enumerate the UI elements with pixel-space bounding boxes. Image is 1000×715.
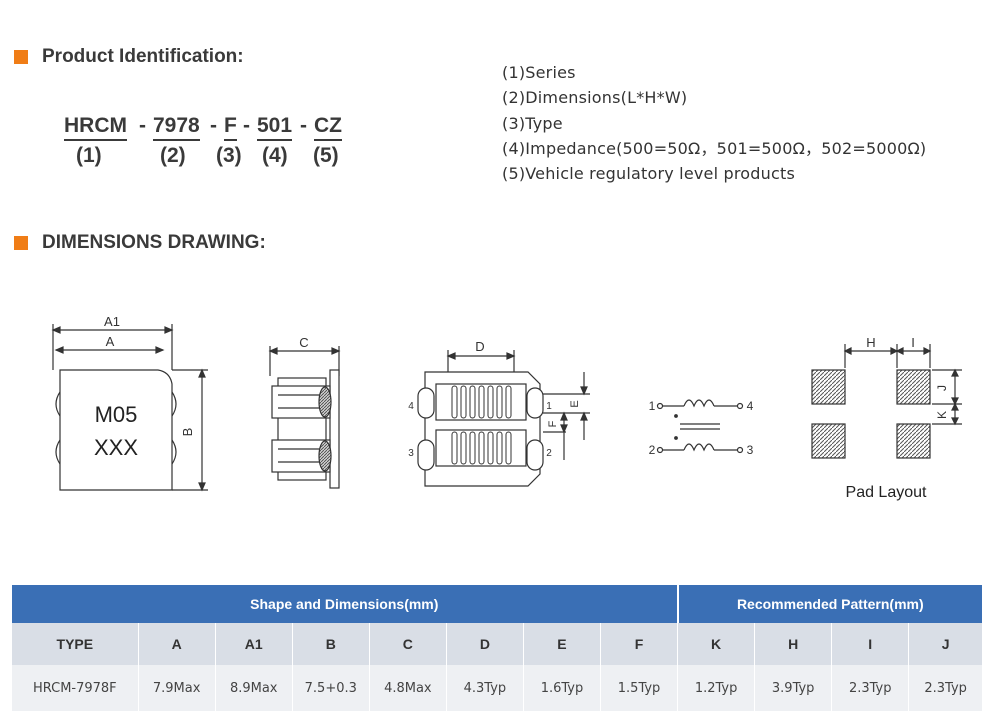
pn-sep: - xyxy=(243,114,250,137)
side-view xyxy=(268,346,341,489)
table-cell: 2.3Typ xyxy=(908,665,982,711)
legend-item: (2)Dimensions(L*H*W) xyxy=(502,88,688,108)
pin-label: 1 xyxy=(649,399,656,413)
pn-sep: - xyxy=(300,114,307,137)
table-cell: 4.3Typ xyxy=(446,665,524,711)
pn-index: (1) xyxy=(76,144,102,167)
table-cell: HRCM-7978F xyxy=(12,665,139,711)
dim-label: A1 xyxy=(104,314,120,329)
table-cell: 8.9Max xyxy=(215,665,293,711)
orange-square-icon xyxy=(14,50,28,64)
section-product-identification: Product Identification: xyxy=(14,46,244,68)
dim-label: B xyxy=(180,428,195,437)
pin-label: 2 xyxy=(546,448,552,459)
pn-impedance: 501 xyxy=(257,114,293,141)
legend-item: (5)Vehicle regulatory level products xyxy=(502,164,795,184)
col-header: D xyxy=(446,623,524,665)
legend-item: (3)Type xyxy=(502,113,563,133)
dim-label: C xyxy=(299,335,308,350)
col-header: B xyxy=(292,623,370,665)
pn-sep: - xyxy=(139,114,146,137)
pin-label: 2 xyxy=(649,443,656,457)
top-view xyxy=(51,324,208,492)
table-group-header: Shape and Dimensions(mm) Recommended Pat… xyxy=(12,585,982,623)
legend-item: (1)Series xyxy=(502,63,576,82)
col-header: F xyxy=(600,623,679,665)
group-recommended-pattern: Recommended Pattern(mm) xyxy=(677,585,982,623)
dim-label: D xyxy=(475,339,484,354)
marking-text: M05 xyxy=(95,402,138,427)
schematic xyxy=(656,399,744,454)
col-header: I xyxy=(831,623,910,665)
dim-label: E xyxy=(569,400,581,407)
table-cell: 7.9Max xyxy=(138,665,216,711)
table-row: HRCM-7978F 7.9Max 8.9Max 7.5+0.3 4.8Max … xyxy=(12,665,982,711)
col-header: J xyxy=(908,623,982,665)
marking-text: XXX xyxy=(94,435,138,460)
col-header: TYPE xyxy=(12,623,139,665)
part-number: HRCM - 7978 - F - 501 - CZ (1) (2) (3) (… xyxy=(64,114,364,174)
dim-label: F xyxy=(547,420,559,427)
pn-sep: - xyxy=(210,114,217,137)
pn-index: (4) xyxy=(262,144,288,167)
pn-index: (3) xyxy=(216,144,242,167)
dim-label: I xyxy=(911,335,915,350)
dimensions-drawing: A1 A B M05 XXX C xyxy=(51,314,962,501)
col-header: A1 xyxy=(215,623,293,665)
table-cell: 2.3Typ xyxy=(831,665,910,711)
section-title: DIMENSIONS DRAWING: xyxy=(42,232,266,253)
table-cell: 7.5+0.3 xyxy=(292,665,370,711)
pn-type: F xyxy=(224,114,237,141)
dim-label: A xyxy=(106,334,115,349)
table-cell: 1.6Typ xyxy=(523,665,602,711)
dim-label: K xyxy=(935,411,949,419)
group-shape-dimensions: Shape and Dimensions(mm) xyxy=(12,585,679,623)
pn-series: HRCM xyxy=(64,114,127,141)
col-header: K xyxy=(677,623,756,665)
section-dimensions-drawing: DIMENSIONS DRAWING: xyxy=(14,232,266,254)
col-header: A xyxy=(138,623,216,665)
orange-square-icon xyxy=(14,236,28,250)
section-title: Product Identification: xyxy=(42,46,244,67)
col-header: E xyxy=(523,623,602,665)
legend-item: (4)Impedance(500=50Ω，501=500Ω，502=5000Ω) xyxy=(502,138,927,158)
pad-layout-label: Pad Layout xyxy=(846,484,928,501)
pin-label: 4 xyxy=(747,399,754,413)
table-cell: 1.5Typ xyxy=(600,665,679,711)
table-cell: 3.9Typ xyxy=(754,665,833,711)
pin-label: 3 xyxy=(408,448,414,459)
coil-view xyxy=(417,350,590,487)
dim-label: J xyxy=(935,385,949,391)
pn-index: (2) xyxy=(160,144,186,167)
part-number-legend: (1)Series (2)Dimensions(L*H*W) (3)Type (… xyxy=(502,60,926,186)
pad-layout xyxy=(811,344,962,459)
col-header: C xyxy=(369,623,447,665)
pn-index: (5) xyxy=(313,144,339,167)
col-header: H xyxy=(754,623,833,665)
pn-vehicle: CZ xyxy=(314,114,342,141)
pin-label: 1 xyxy=(546,401,552,412)
pin-label: 3 xyxy=(747,443,754,457)
spec-table: Shape and Dimensions(mm) Recommended Pat… xyxy=(12,585,982,711)
dim-label: H xyxy=(866,335,875,350)
table-cell: 4.8Max xyxy=(369,665,447,711)
pn-dimensions: 7978 xyxy=(153,114,200,141)
table-column-header: TYPE A A1 B C D E F K H I J xyxy=(12,623,982,665)
table-cell: 1.2Typ xyxy=(677,665,756,711)
pin-label: 4 xyxy=(408,401,414,412)
